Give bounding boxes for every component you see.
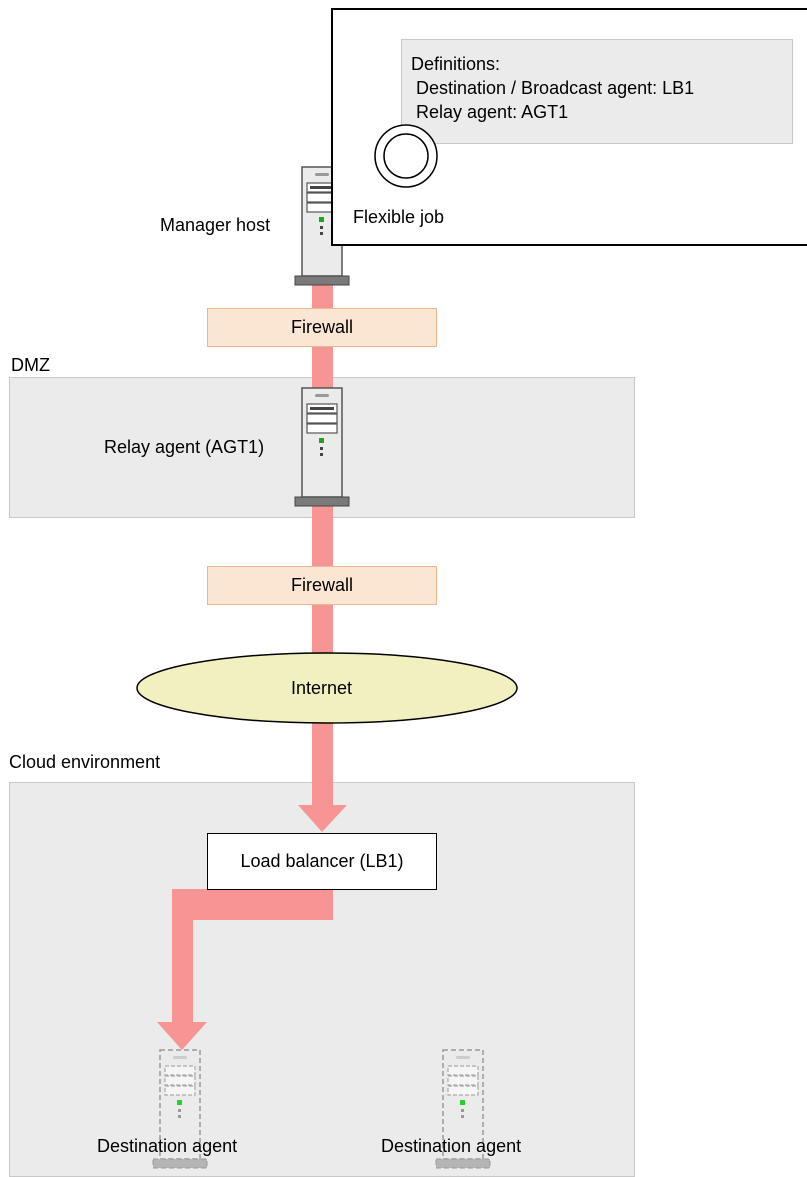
firewall-1: Firewall — [207, 308, 437, 347]
cloud-environment-label: Cloud environment — [9, 752, 161, 772]
firewall-label: Firewall — [290, 317, 353, 337]
flexible-job-label: Flexible job — [353, 207, 445, 227]
destination-agent-label-1: Destination agent — [97, 1136, 238, 1156]
firewall-2: Firewall — [207, 566, 437, 605]
firewall-label: Firewall — [290, 575, 353, 595]
destination-agent-label-2: Destination agent — [381, 1136, 522, 1156]
dmz-label: DMZ — [11, 355, 50, 375]
manager-host-label: Manager host — [160, 215, 271, 235]
definitions-box: Definitions: Destination / Broadcast age… — [401, 39, 793, 144]
internet-cloud — [136, 652, 518, 724]
relay-agent-label: Relay agent (AGT1) — [104, 437, 265, 457]
definition-destination: Destination / Broadcast agent: LB1 — [411, 78, 695, 98]
relay-server-icon — [294, 387, 350, 507]
internet-label: Internet — [291, 678, 353, 698]
load-balancer-label: Load balancer (LB1) — [240, 851, 404, 871]
definitions-title: Definitions: — [411, 54, 501, 74]
load-balancer-box: Load balancer (LB1) — [207, 833, 437, 890]
definition-relay: Relay agent: AGT1 — [411, 102, 569, 122]
